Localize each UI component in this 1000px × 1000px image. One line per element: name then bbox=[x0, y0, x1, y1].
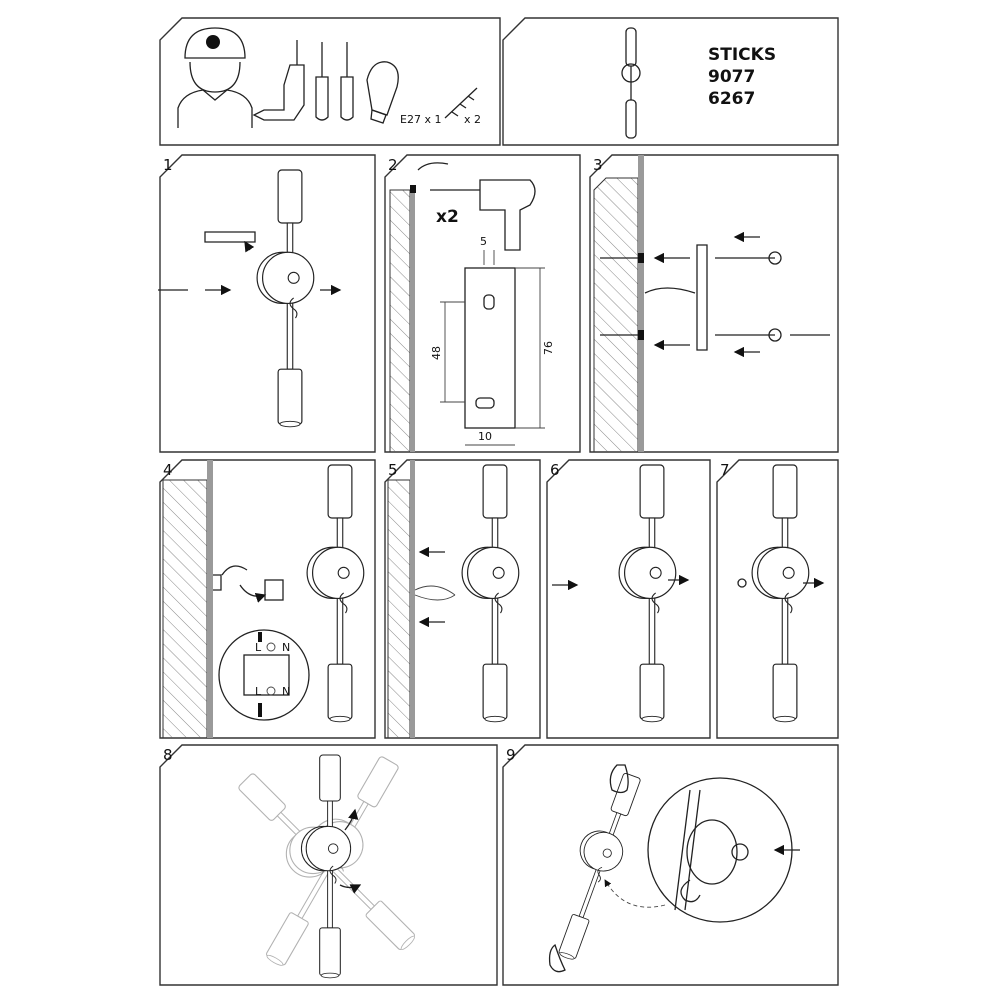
step-number: 4 bbox=[163, 461, 173, 479]
step-1-panel: 1 bbox=[158, 154, 376, 453]
drill-count: x2 bbox=[436, 207, 459, 227]
step-5-panel: 5 bbox=[384, 459, 541, 739]
terminal-block-detail: L N L N bbox=[218, 629, 310, 721]
step-6-panel: 6 bbox=[546, 459, 711, 739]
terminal-label-neutral: N bbox=[282, 641, 290, 654]
dim-label: 76 bbox=[542, 341, 555, 355]
product-panel: STICKS 9077 6267 bbox=[502, 17, 839, 146]
flat-screwdriver-icon bbox=[340, 42, 354, 121]
wall-plug-icon bbox=[444, 87, 478, 119]
anchor-label: x 2 bbox=[464, 113, 481, 126]
product-code: 9077 bbox=[708, 67, 755, 87]
mounting-plate-dimension-drawing bbox=[464, 267, 516, 429]
terminal-label-live: L bbox=[255, 641, 262, 654]
step-number: 2 bbox=[388, 156, 398, 174]
bulb-label: E27 x 1 bbox=[400, 113, 441, 126]
step-number: 7 bbox=[720, 461, 730, 479]
step-4-panel: 4 L N L N bbox=[159, 459, 376, 739]
step-number: 3 bbox=[593, 156, 603, 174]
dim-label: 48 bbox=[430, 346, 443, 360]
bulb-icon bbox=[366, 61, 399, 124]
bulb-icon bbox=[548, 943, 566, 973]
bulb-icon bbox=[609, 764, 629, 794]
phillips-screwdriver-icon bbox=[315, 42, 329, 121]
tools-panel: E27 x 1 x 2 bbox=[159, 17, 501, 146]
dim-label: 10 bbox=[478, 430, 492, 443]
step-7-panel: 7 bbox=[716, 459, 839, 739]
step-number: 5 bbox=[388, 461, 398, 479]
step-number: 6 bbox=[550, 461, 560, 479]
product-name: STICKS bbox=[708, 45, 776, 65]
electrician-icon bbox=[177, 27, 253, 128]
drill-icon bbox=[430, 179, 536, 251]
step-number: 8 bbox=[163, 746, 173, 764]
terminal-label-live: L bbox=[255, 685, 262, 698]
drill-icon bbox=[252, 40, 305, 121]
step-3-panel: 3 bbox=[589, 154, 839, 453]
step-number: 1 bbox=[163, 156, 173, 174]
product-lamp-illustration bbox=[621, 27, 641, 139]
terminal-label-neutral: N bbox=[282, 685, 290, 698]
step-8-panel: 8 bbox=[159, 744, 498, 986]
product-code: 6267 bbox=[708, 89, 755, 109]
step-number: 9 bbox=[506, 746, 516, 764]
step-9-panel: 9 bbox=[502, 744, 839, 986]
dim-label: 5 bbox=[480, 235, 487, 248]
step-2-panel: 2 x2 5 48 76 10 bbox=[384, 154, 581, 453]
